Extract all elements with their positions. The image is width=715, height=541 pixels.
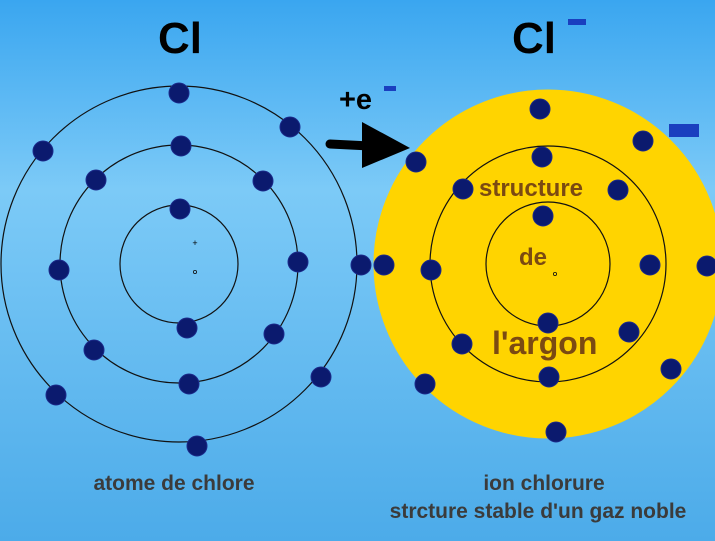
ion-label-structure: structure [479,175,584,202]
ion-middle-electron-8 [452,178,474,200]
ion-middle-electron-6 [451,333,473,355]
ion-middle-electron-3 [639,254,661,276]
atom-middle-electron-6 [83,339,105,361]
atom-outer-electron-5 [186,435,208,457]
ion-nucleus-dot [553,271,558,276]
chlorine-atom: + [0,82,372,457]
ion-middle-electron-1 [531,146,553,168]
ion-negative-marker [669,124,699,137]
atom-outer-electron-4 [310,366,332,388]
atom-middle-electron-7 [48,259,70,281]
electron-minus-sign [384,86,396,91]
ion-outer-electron-4 [660,358,682,380]
ion-outer-electron-3 [696,255,715,277]
ion-electrons [373,98,715,443]
atom-middle-electron-3 [287,251,309,273]
ion-outer-electron-7 [373,254,395,276]
ion-title-minus-sign [568,19,586,25]
reaction-arrow [325,122,410,168]
ion-caption-line2: strcture stable d'un gaz noble [389,500,687,523]
ion-middle-electron-2 [607,179,629,201]
atom-middle-electron-4 [263,323,285,345]
atom-middle-electron-8 [85,169,107,191]
atom-outer-electron-7 [32,140,54,162]
atom-caption: atome de chlore [93,472,255,495]
atom-inner-shell [119,204,239,324]
ion-caption-line1: ion chlorure [483,472,605,495]
atom-title: Cl [158,14,202,63]
atom-nucleus-dot [192,269,197,274]
atom-electrons [32,82,372,457]
ion-middle-electron-4 [618,321,640,343]
ion-middle-electron-7 [420,259,442,281]
atom-outer-electron-2 [279,116,301,138]
ion-middle-electron-5 [538,366,560,388]
ion-outer-electron-1 [529,98,551,120]
ion-title: Cl [512,14,556,63]
atom-outer-electron-1 [168,82,190,104]
ion-label-argon: l'argon [492,325,598,361]
plus-electron-text: +e [339,84,373,116]
ion-outer-electron-8 [405,151,427,173]
ion-outer-electron-2 [632,130,654,152]
ion-outer-electron-6 [414,373,436,395]
atom-middle-electron-1 [170,135,192,157]
atom-inner-electron-1 [169,198,191,220]
chloride-ion [373,89,715,443]
ion-inner-electron-2 [537,312,559,334]
atom-outer-electron-6 [45,384,67,406]
plus-electron-label: +e [339,84,372,117]
atom-middle-electron-2 [252,170,274,192]
atom-nucleus-plus: + [192,238,197,248]
ion-outer-electron-5 [545,421,567,443]
atom-inner-electron-2 [176,317,198,339]
ion-inner-electron-1 [532,205,554,227]
atom-outer-electron-3 [350,254,372,276]
ion-label-de: de [519,244,548,271]
atom-middle-electron-5 [178,373,200,395]
